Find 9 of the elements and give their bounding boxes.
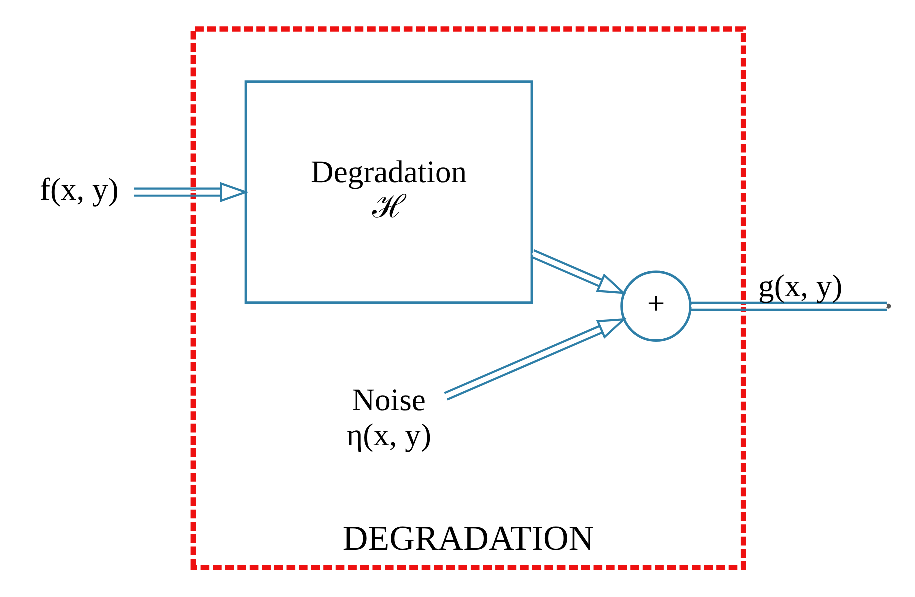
node-text: f(x, y) (40, 172, 119, 208)
node-text: Noise η(x, y) (346, 382, 432, 453)
node-circle: + (620, 270, 692, 342)
arrow (134, 182, 249, 202)
arrow (444, 318, 627, 401)
arrow (530, 250, 627, 294)
connector (691, 308, 888, 311)
edge-label: g(x, y) (758, 268, 843, 304)
node-box: Degradation ℋ (244, 80, 534, 304)
